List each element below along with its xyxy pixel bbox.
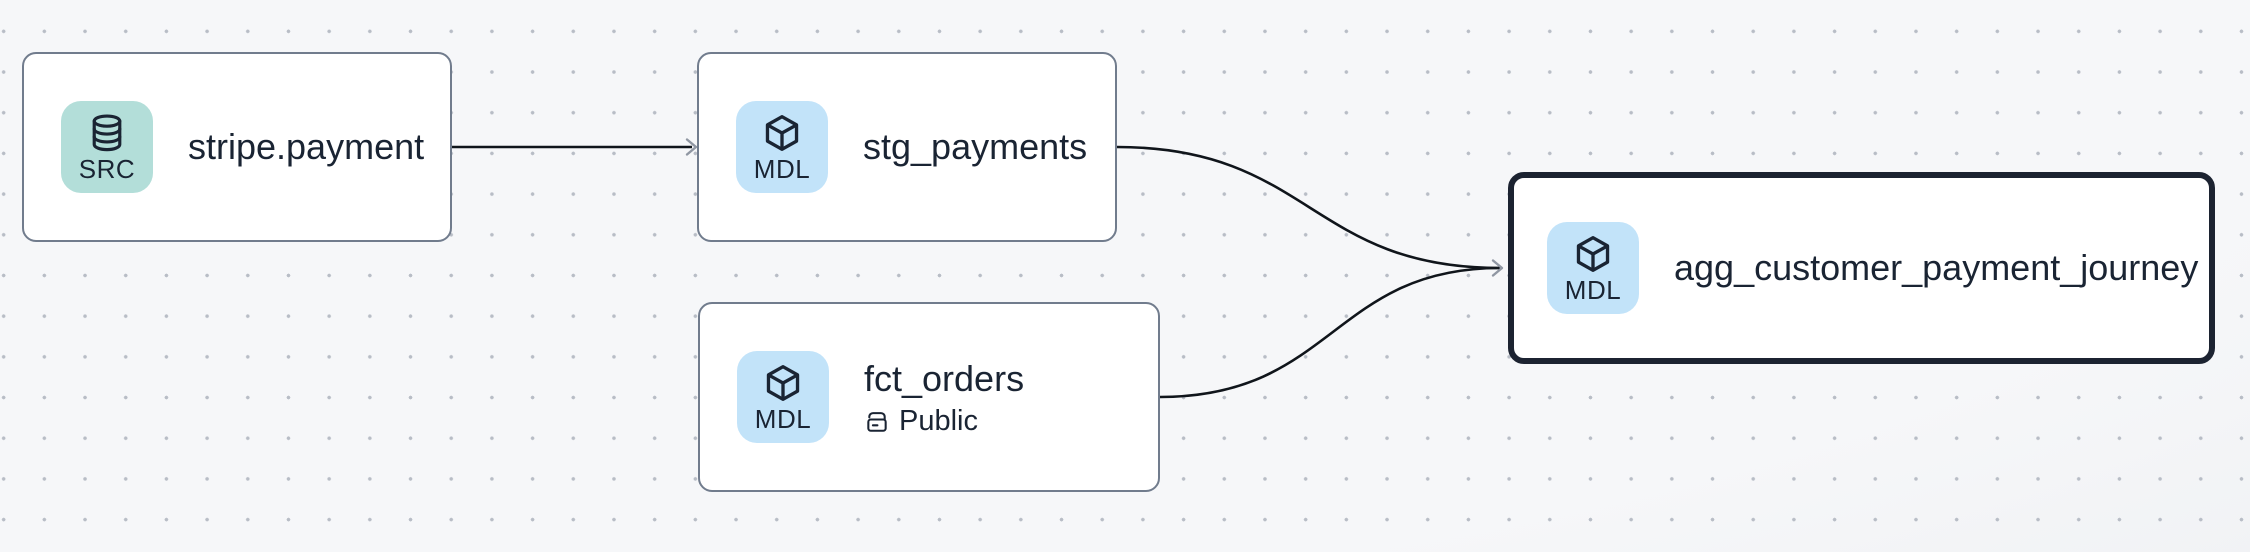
lineage-node-stg-payments[interactable]: MDL stg_payments: [697, 52, 1117, 242]
cube-icon: [765, 115, 799, 151]
edge-stg-payments-to-agg: [1116, 145, 1501, 270]
badge-label: MDL: [1564, 275, 1622, 305]
access-label: Public: [899, 404, 978, 437]
node-label: stg_payments: [863, 126, 1088, 168]
badge-label: MDL: [754, 404, 812, 434]
arrowhead-icon: [685, 138, 698, 156]
node-label: agg_customer_payment_journey: [1674, 247, 2199, 289]
model-badge: MDL: [737, 351, 829, 443]
model-badge: MDL: [1547, 222, 1639, 314]
lineage-node-agg-customer-payment-journey[interactable]: MDL agg_customer_payment_journey: [1508, 172, 2215, 364]
node-text-block: fct_orders Public: [864, 358, 1024, 435]
model-badge: MDL: [736, 101, 828, 193]
badge-label: MDL: [753, 154, 811, 184]
database-icon: [92, 114, 122, 152]
node-label: stripe.payment: [188, 126, 425, 168]
lineage-node-fct-orders[interactable]: MDL fct_orders Public: [698, 302, 1160, 492]
lineage-node-stripe-payment[interactable]: SRC stripe.payment: [22, 52, 452, 242]
edge-fct-orders-to-agg: [1159, 266, 1501, 399]
lock-open-icon: [867, 412, 887, 432]
cube-icon: [1576, 236, 1610, 272]
cube-icon: [766, 365, 800, 401]
badge-label: SRC: [78, 154, 136, 184]
source-badge: SRC: [61, 101, 153, 193]
access-row: Public: [864, 404, 1024, 437]
arrowhead-icon: [1491, 259, 1504, 277]
node-label: fct_orders: [864, 358, 1025, 400]
